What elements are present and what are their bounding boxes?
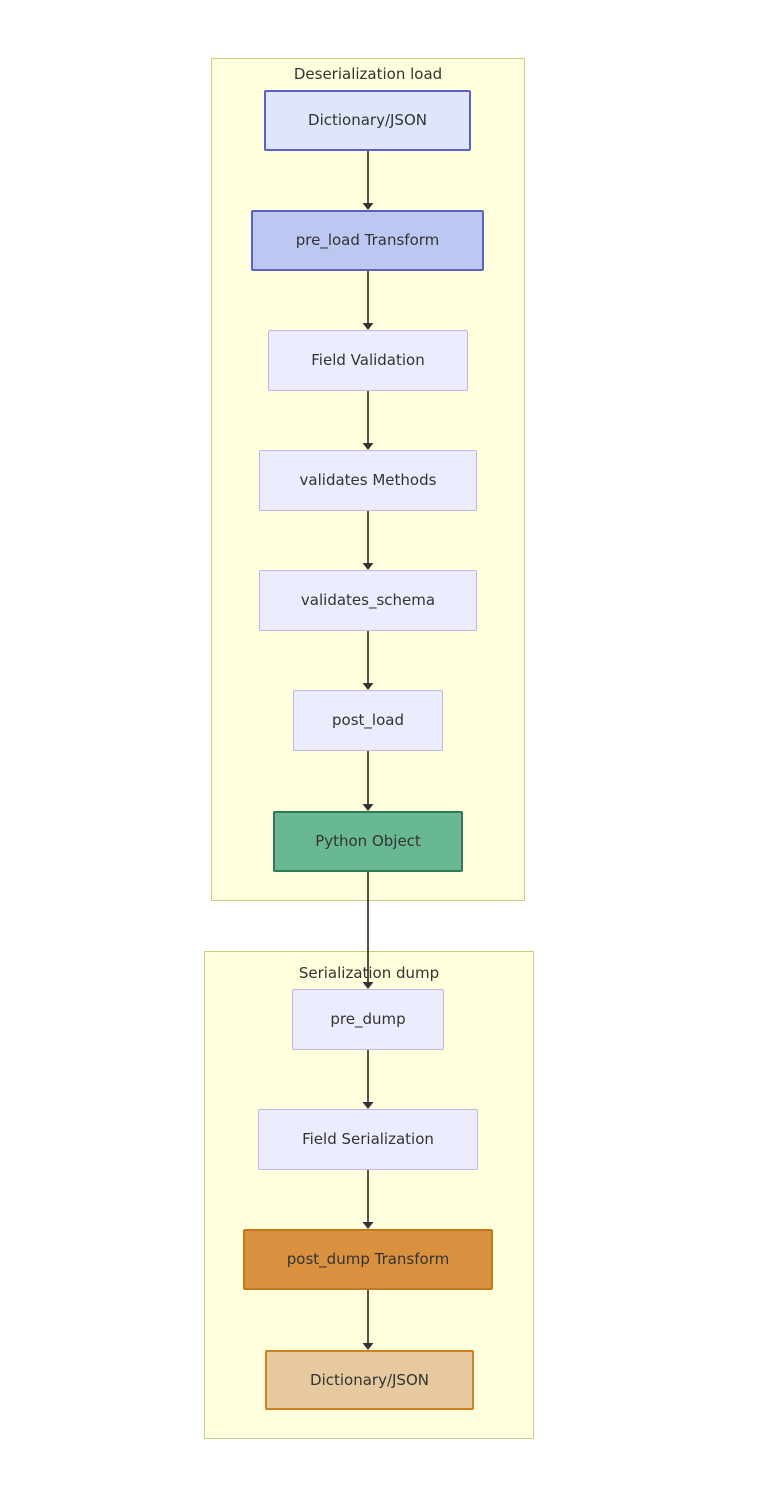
node-dictionary-json-output[interactable]: Dictionary/JSON — [265, 1350, 474, 1410]
node-label: Python Object — [315, 832, 421, 850]
node-label: post_load — [332, 711, 404, 729]
node-label: validates_schema — [300, 591, 436, 609]
node-label: validates Methods — [299, 471, 437, 489]
node-label: pre_load Transform — [295, 231, 440, 249]
node-label: Dictionary/JSON — [308, 111, 427, 129]
subgraph-serialization-label: Serialization dump — [298, 964, 440, 982]
node-validates-methods[interactable]: validates Methods — [259, 450, 477, 511]
node-pre-load-transform[interactable]: pre_load Transform — [251, 210, 484, 271]
node-label: Field Validation — [311, 351, 425, 369]
node-label: Field Serialization — [302, 1130, 434, 1148]
node-label: Dictionary/JSON — [310, 1370, 429, 1389]
node-dictionary-json-input[interactable]: Dictionary/JSON — [264, 90, 471, 151]
node-pre-dump[interactable]: pre_dump — [292, 989, 444, 1050]
node-field-serialization[interactable]: Field Serialization — [258, 1109, 478, 1170]
node-label: pre_dump — [330, 1010, 406, 1028]
node-post-dump-transform[interactable]: post_dump Transform — [243, 1229, 493, 1290]
subgraph-deserialization-label: Deserialization load — [293, 65, 443, 83]
node-field-validation[interactable]: Field Validation — [268, 330, 468, 391]
node-post-load[interactable]: post_load — [293, 690, 443, 751]
node-label: post_dump Transform — [286, 1250, 450, 1268]
node-python-object[interactable]: Python Object — [273, 811, 463, 872]
node-validates-schema[interactable]: validates_schema — [259, 570, 477, 631]
